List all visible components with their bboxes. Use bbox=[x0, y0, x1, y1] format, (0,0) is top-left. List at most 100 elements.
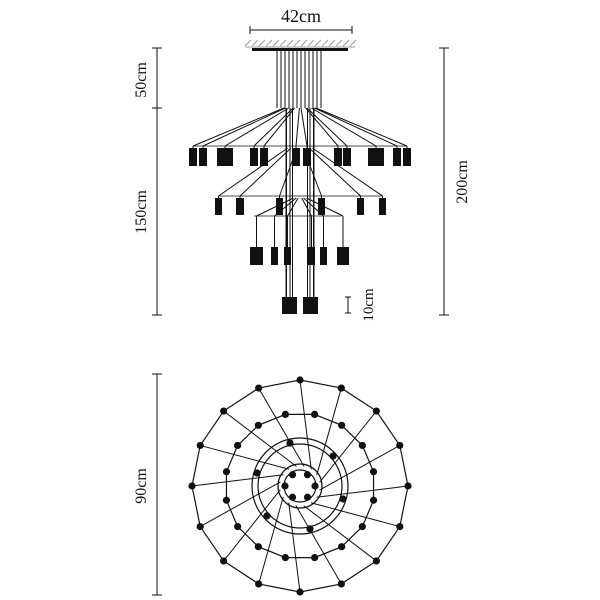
lamp-dot bbox=[196, 441, 204, 450]
lamp-dot bbox=[188, 482, 196, 490]
pendant-lamp bbox=[318, 198, 325, 215]
radial-arm bbox=[316, 485, 409, 498]
ceiling-hatch bbox=[286, 39, 294, 47]
ceiling-hatch bbox=[335, 39, 343, 47]
pendant-lamp bbox=[189, 148, 197, 166]
lamp-dot bbox=[404, 482, 412, 490]
ceiling-hatch bbox=[321, 39, 329, 47]
pendant-lamp bbox=[343, 148, 351, 166]
lamp-dot bbox=[306, 525, 314, 533]
pendant-lamp bbox=[271, 247, 278, 265]
lamp-dot bbox=[296, 376, 304, 384]
lamp-dot bbox=[303, 471, 312, 479]
ceiling-hatch bbox=[279, 39, 287, 47]
pendant-lamp bbox=[276, 198, 283, 215]
radial-arm bbox=[223, 489, 281, 562]
lamp-arm bbox=[239, 147, 292, 197]
lamp-dot bbox=[281, 553, 289, 562]
pendant-lamp bbox=[282, 297, 297, 314]
pendant-lamp bbox=[393, 148, 401, 166]
radial-arm bbox=[319, 444, 401, 491]
lamp-dot bbox=[337, 384, 345, 392]
ceiling-hatch bbox=[265, 39, 273, 47]
pendant-lamp bbox=[357, 198, 364, 215]
lamp-dot bbox=[196, 522, 204, 531]
lamp-arm bbox=[311, 107, 377, 147]
lamp-arm bbox=[279, 147, 298, 197]
pendant-lamp bbox=[337, 247, 349, 265]
total-height-label: 200cm bbox=[454, 160, 471, 204]
pendant-lamp bbox=[292, 148, 300, 166]
pendant-lamp bbox=[250, 247, 263, 265]
ceiling-hatch bbox=[251, 39, 259, 47]
lamp-dot bbox=[220, 407, 228, 415]
lamp-arm bbox=[192, 107, 285, 147]
lamp-dot bbox=[288, 493, 297, 501]
lamp-dot bbox=[369, 468, 378, 476]
lamp-arm bbox=[305, 107, 339, 147]
radial-arm bbox=[319, 410, 377, 483]
lamp-dot bbox=[396, 441, 404, 450]
lamp-dot bbox=[303, 493, 312, 501]
radial-arm bbox=[288, 502, 301, 593]
diameter-label: 90cm bbox=[133, 468, 150, 504]
lamp-dot bbox=[369, 496, 378, 504]
lamp-dot bbox=[281, 410, 289, 419]
lamp-dot bbox=[338, 421, 346, 429]
top-plan-view bbox=[188, 376, 412, 596]
lamp-arm bbox=[224, 107, 290, 147]
radial-arm bbox=[295, 505, 342, 585]
ceiling-hatch bbox=[307, 39, 315, 47]
lamp-arm bbox=[300, 107, 308, 147]
pendant-lamp bbox=[260, 148, 268, 166]
lamp-arm bbox=[202, 107, 286, 147]
lamp-dot bbox=[311, 553, 319, 562]
ceiling-hatch bbox=[272, 39, 280, 47]
lamp-dot bbox=[222, 496, 231, 504]
pendant-lamp bbox=[368, 148, 384, 166]
ceiling-hatch bbox=[349, 39, 357, 47]
lamp-arm bbox=[218, 147, 289, 197]
radial-arm bbox=[303, 505, 377, 562]
lamp-dot bbox=[358, 441, 366, 450]
lamp-dot bbox=[254, 543, 262, 551]
lamp-dot bbox=[296, 588, 304, 596]
pendant-lamp bbox=[403, 148, 411, 166]
lamp-dot bbox=[281, 482, 289, 490]
pendant-lamp bbox=[303, 297, 318, 314]
lamp-dot bbox=[358, 522, 366, 531]
inner-ring bbox=[257, 443, 343, 529]
ceiling-hatch bbox=[314, 39, 322, 47]
lamp-arm bbox=[302, 147, 322, 197]
lamp-arm bbox=[314, 107, 398, 147]
ceiling-hatch bbox=[342, 39, 350, 47]
pendant-lamp bbox=[320, 247, 327, 265]
ceiling-hatch bbox=[300, 39, 308, 47]
radial-arm bbox=[199, 481, 281, 528]
lamp-dot bbox=[253, 469, 261, 477]
lamp-dot bbox=[222, 468, 231, 476]
radial-arm bbox=[223, 410, 297, 467]
pendant-lamp bbox=[217, 148, 233, 166]
lamp-dot bbox=[263, 512, 271, 520]
ceiling-hatch bbox=[244, 39, 252, 47]
lamp-dot bbox=[396, 522, 404, 531]
lamp-dot bbox=[254, 421, 262, 429]
width-label: 42cm bbox=[281, 6, 321, 26]
lamp-arm bbox=[295, 107, 300, 147]
radial-arm bbox=[191, 474, 284, 487]
lamp-dot bbox=[255, 384, 263, 392]
radial-arm bbox=[316, 387, 342, 476]
inner-ring bbox=[283, 469, 317, 503]
lamp-dot bbox=[234, 441, 242, 450]
lamp-dot bbox=[220, 557, 228, 565]
upper-section-label: 50cm bbox=[133, 62, 150, 98]
lamp-dot bbox=[339, 495, 347, 503]
ceiling-hatch bbox=[293, 39, 301, 47]
lamp-dot bbox=[338, 543, 346, 551]
lamp-arm bbox=[256, 197, 294, 217]
pendant-lamp bbox=[284, 247, 291, 265]
inner-ring bbox=[277, 463, 323, 509]
